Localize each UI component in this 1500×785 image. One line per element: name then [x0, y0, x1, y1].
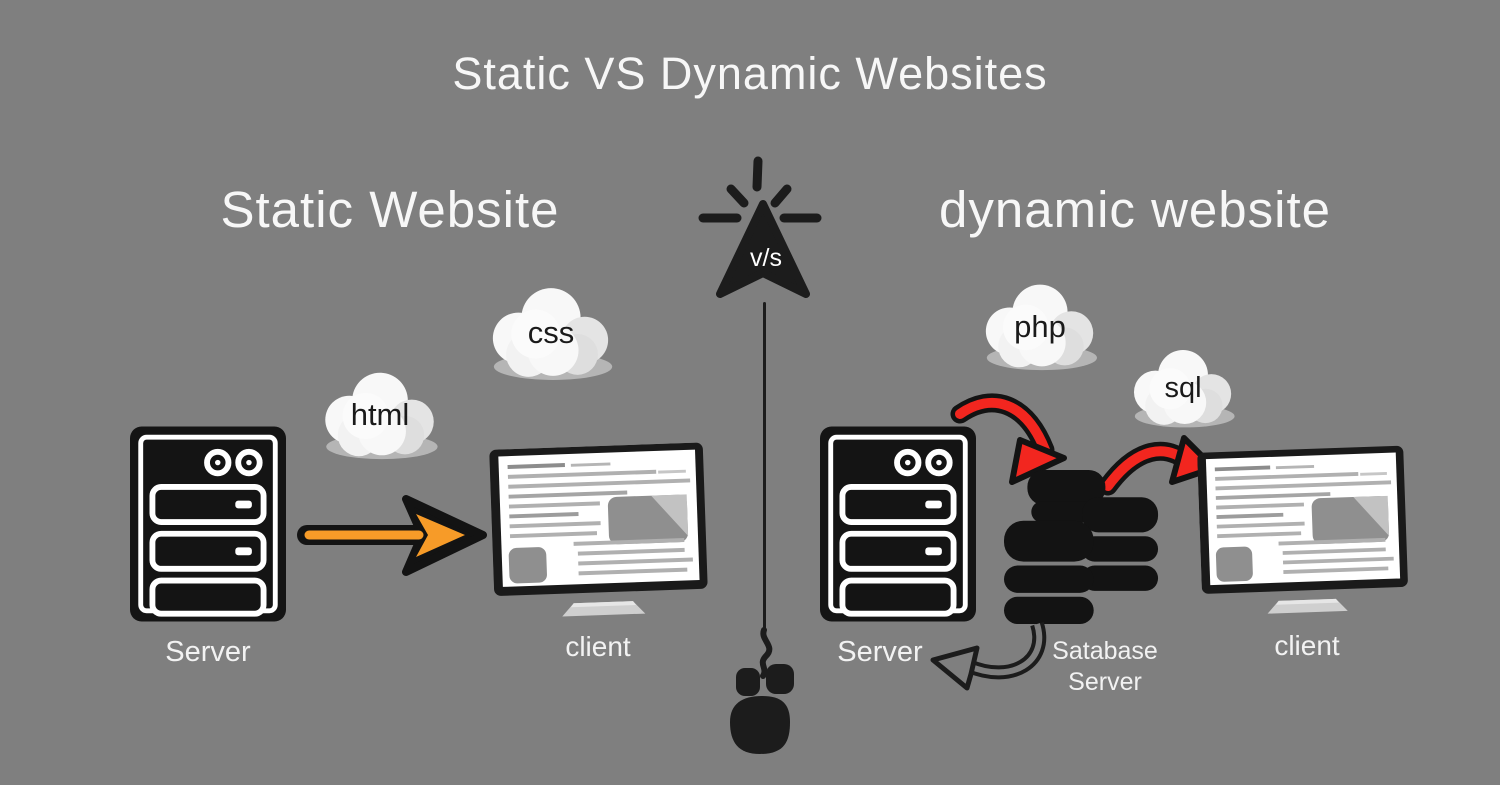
client-label: client [565, 631, 631, 662]
divider-line [763, 302, 766, 640]
red-arrow-icon [950, 393, 1067, 485]
click-cursor-icon [698, 156, 822, 298]
mouse-icon [730, 627, 794, 754]
server-label: Server [165, 636, 251, 668]
diagram-title: Static VS Dynamic Websites [452, 48, 1048, 99]
database-icon [1004, 470, 1159, 625]
return-arrow-icon [930, 621, 1047, 691]
vs-label: v/s [750, 244, 782, 272]
sql-cloud: sql [1122, 344, 1244, 430]
server-label: Server [837, 636, 923, 668]
client-monitor-icon [1197, 442, 1413, 627]
orange-arrow-icon [297, 495, 487, 576]
html-cloud: html [311, 366, 449, 462]
database-label-line1: Satabase [1052, 637, 1158, 665]
php-cloud-label: php [1014, 308, 1066, 344]
server-icon [130, 426, 286, 622]
html-cloud-label: html [350, 397, 410, 432]
database-label-line2: Server [1068, 668, 1142, 696]
css-cloud-label: css [527, 315, 575, 350]
client-monitor-icon [489, 442, 713, 627]
sql-cloud-label: sql [1164, 371, 1202, 404]
client-label: client [1274, 630, 1340, 661]
static-website-heading: Static Website [220, 181, 560, 238]
dynamic-website-heading: dynamic website [939, 181, 1331, 238]
php-cloud: php [972, 278, 1108, 373]
css-cloud: css [477, 281, 625, 383]
